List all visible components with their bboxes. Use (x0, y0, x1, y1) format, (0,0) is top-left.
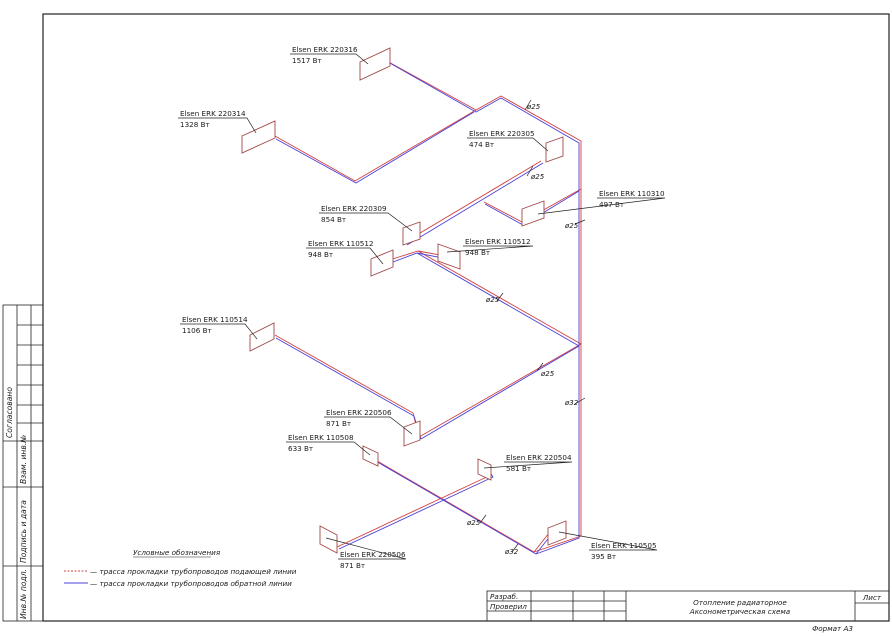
pipe-diameter-label: ø25 (526, 103, 541, 111)
radiator-power: 633 Вт (288, 444, 313, 453)
pipe-diameter-label: ø32 (564, 399, 579, 407)
radiator-110514-symbol (249, 322, 275, 352)
title-block-sheet: Лист (862, 593, 882, 602)
radiator-name: Elsen ERK 110310 (599, 189, 665, 198)
radiator-power: 871 Вт (340, 561, 365, 570)
supply-pipes (274, 59, 582, 553)
radiator-name: Elsen ERK 220314 (180, 109, 246, 118)
radiator-power: 1328 Вт (180, 120, 210, 129)
radiator-110512b-symbol (437, 243, 461, 270)
radiator-220305-symbol (545, 136, 564, 163)
title-block-format: Формат А3 (812, 624, 853, 633)
radiator-name: Elsen ERK 110508 (288, 433, 354, 442)
pipe-network (274, 59, 586, 555)
radiator-name: Elsen ERK 110514 (182, 315, 248, 324)
title-block-title-line2: Аксонометрическая схема (689, 607, 790, 616)
pipe-diameter-label: ø25 (564, 222, 579, 230)
radiator-name: Elsen ERK 220309 (321, 204, 387, 213)
side-stamp-inv-replace: Взам. инв.№ (19, 435, 28, 484)
radiator-power: 1106 Вт (182, 326, 212, 335)
radiator-power: 474 Вт (469, 140, 494, 149)
radiator-110508-symbol (362, 445, 379, 467)
pipe-diameter-label: ø25 (485, 296, 500, 304)
radiator-name: Elsen ERK 220305 (469, 129, 535, 138)
diameter-ticks (479, 99, 586, 553)
radiator-power: 497 Вт (599, 200, 624, 209)
legend-title: Условные обозначения (133, 548, 221, 557)
pipe-diameter-label: ø25 (540, 370, 555, 378)
side-stamp-agreed: Согласовано (5, 387, 14, 438)
radiator-name: Elsen ERK 110512 (465, 237, 531, 246)
radiator-220506-symbol (403, 420, 421, 447)
radiator-220309-symbol (402, 221, 421, 246)
radiator-220506b-symbol (319, 525, 338, 554)
pipe-diameter-label: ø32 (504, 548, 519, 556)
sheet-frame (42, 13, 890, 622)
side-stamp-sign-date: Подпись и дата (19, 500, 28, 563)
diameter-labels: ø25 ø25 ø25 ø25 ø25 ø32 ø25 ø32 (466, 103, 579, 556)
radiator-220504-symbol (477, 458, 492, 481)
radiator-power: 395 Вт (591, 552, 616, 561)
pipe-diameter-label: ø25 (530, 173, 545, 181)
radiator-power: 581 Вт (506, 464, 531, 473)
radiator-power: 1517 Вт (292, 56, 322, 65)
radiator-power: 854 Вт (321, 215, 346, 224)
side-stamp (2, 304, 44, 622)
legend: Условные обозначения — трасса прокладки … (64, 548, 297, 588)
radiator-power: 948 Вт (465, 248, 490, 257)
radiator-power: 948 Вт (308, 250, 333, 259)
radiator-220316-symbol (359, 47, 391, 81)
radiator-symbols (241, 47, 567, 554)
legend-supply-label: — трасса прокладки трубопроводов подающе… (90, 567, 297, 576)
radiator-name: Elsen ERK 220316 (292, 45, 358, 54)
radiator-name: Elsen ERK 110505 (591, 541, 657, 550)
legend-return-label: — трасса прокладки трубопроводов обратно… (90, 579, 292, 588)
side-stamp-inv-orig: Инв.№ подл. (19, 569, 28, 619)
title-block-checked: Проверил (490, 602, 527, 611)
radiator-name: Elsen ERK 220506 (326, 408, 392, 417)
radiator-name: Elsen ERK 220504 (506, 453, 572, 462)
radiator-110310-symbol (521, 200, 545, 227)
radiator-labels: Elsen ERK 220316 1517 Вт Elsen ERK 22031… (180, 45, 665, 570)
leader-lines (178, 53, 666, 560)
pipe-diameter-label: ø25 (466, 519, 481, 527)
radiator-name: Elsen ERK 110512 (308, 239, 374, 248)
radiator-name: Elsen ERK 220506 (340, 550, 406, 559)
title-block-developed: Разраб. (490, 592, 518, 601)
radiator-power: 871 Вт (326, 419, 351, 428)
title-block-title-line1: Отопление радиаторное (693, 598, 787, 607)
radiator-220314-symbol (241, 120, 276, 154)
radiator-110505-symbol (547, 520, 567, 546)
title-block (486, 590, 890, 622)
